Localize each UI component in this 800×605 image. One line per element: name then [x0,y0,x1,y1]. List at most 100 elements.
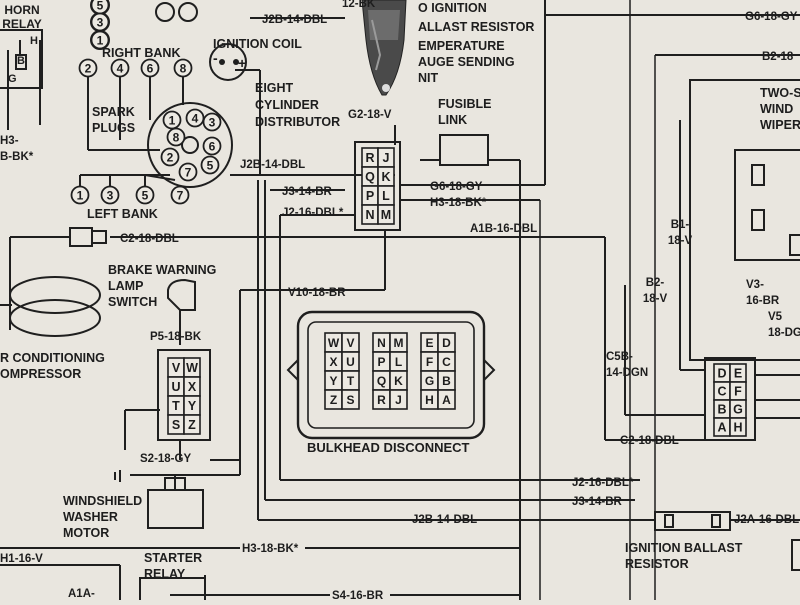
bulkhead-left-pin-y: Y [329,374,337,388]
distributor-terminal-number-5: 5 [207,159,214,173]
wiper-connector-pin-h: H [733,421,742,435]
left-bank-label: LEFT BANK [87,207,158,221]
distributor-terminal-number-1: 1 [169,114,176,128]
coil-pin-plus: + [238,55,246,71]
bulkhead-right-pin-f: F [426,355,433,369]
wire-c5b-14-dgn-line-1: C5B- [606,351,633,363]
top-connector-pin-j: J [383,151,390,165]
distributor-terminal-circle [166,127,186,147]
bulkhead-left-pin-v: V [346,336,354,350]
wire-v3-16-br-line-2: 16-BR [746,295,780,307]
top-connector-pin-m: M [381,208,391,222]
distributor-terminal-circle [202,136,222,156]
bulkhead-left-pin-x: X [329,355,337,369]
distributor-label-line-1: EIGHT [255,81,294,95]
distributor-terminal-number-2: 2 [167,151,174,165]
wire-a1a: A1A- [68,588,95,600]
distributor-label-line-3: DISTRIBUTOR [255,115,340,129]
wire-c2-18-dbl: C2-18-DBL [120,233,179,245]
wire-g6-top: G6-18-GY [745,11,798,23]
right-bank-plug-number-8: 8 [180,62,187,76]
wire-h3-left-line-2: B-BK* [0,151,34,163]
bulkhead-right-pin-a: A [442,393,451,407]
horn-relay-label-line-2: RELAY [2,17,42,31]
wire-j3-14-br: J3-14-BR [282,186,333,198]
right-bank-top-plug-number-1: 1 [97,34,104,48]
washer-connector-pin-v: V [172,361,181,375]
left-bank-plug-number-1: 1 [77,189,84,203]
left-bank-plug-number-5: 5 [142,189,149,203]
bulkhead-left-pin-z: Z [330,393,337,407]
left-bank-plug-circle [100,185,120,205]
wire-c5b-14-dgn-line-2: 14-DGN [606,367,648,379]
ac-compressor [0,276,101,337]
relay-pin-h: H [30,35,38,47]
distributor-terminal-number-6: 6 [209,140,216,154]
bulkhead-disconnect [286,310,496,440]
wire-b2-18: B2-18 [762,51,794,63]
distributor-terminal-circle [200,155,220,175]
bulkhead-left-cell [341,389,360,410]
wire-v10-18-br: V10-18-BR [288,287,346,299]
bulkhead-left-pin-s: S [346,393,354,407]
wire-j2b-14-dbl-bottom: J2B-14-DBL [412,514,477,526]
top-connector [354,141,401,231]
horn-relay-label-line-1: HORN [4,3,39,17]
wiper-connector-pin-a: A [717,421,726,435]
washer-motor-label-line-2: WASHER [63,510,118,524]
bulkhead-mid-pin-q: Q [377,374,386,388]
wire-b1-18-v-line-1: B1- [671,219,690,231]
wiper-connector-pin-g: G [733,403,743,417]
coil-pin-minus: - [213,50,218,66]
top-connector-cell [377,204,395,225]
washer-connector-pin-z: Z [188,418,196,432]
bulkhead-mid-pin-j: J [395,393,402,407]
spark-plugs-label-line-1: SPARK [92,105,135,119]
left-bank-plug-circle [135,185,155,205]
right-bank-plug-circle [140,58,160,78]
wire-j2-16-dbl: J2-16-DBL* [282,207,344,219]
right-bank-top-plug-number-3: 3 [97,16,104,30]
two-speed-label-line-3: WIPER [760,118,800,132]
ignition-ballast-resistor [654,511,731,531]
bulkhead-mid-pin-n: N [377,336,386,350]
wire-c2-18-dbl-right: C2-18-DBL [620,435,679,447]
right-bank-label: RIGHT BANK [102,46,180,60]
right-bank-plug-number-4: 4 [117,62,124,76]
bulkhead-mid-pin-m: M [394,336,404,350]
washer-connector [157,349,211,441]
bulkhead-right-pin-d: D [442,336,451,350]
wiper-connector-pin-d: D [717,367,726,381]
pen [361,0,407,96]
temp-sending-label-line-1: EMPERATURE [418,39,505,53]
wire-top-12-bk: 12-BK [342,0,376,10]
top-connector-pin-p: P [366,189,374,203]
wire-s4-16-br: S4-16-BR [332,590,384,600]
wire-j2-16-dbl-bottom: J2-16-DBL* [572,477,634,489]
wire-h3-left-line-1: H3- [0,135,19,147]
wiper-connector-pin-f: F [734,385,742,399]
wire-h1-16-v: H1-16-V [0,553,43,565]
brake-warning-switch [167,278,196,311]
relay-pin-g: G [8,73,17,85]
left-bank-plug-circle [70,185,90,205]
wiper-connector [704,357,756,441]
wire-s2-18-gy: S2-18-GY [140,453,191,465]
top-connector-pin-n: N [365,208,374,222]
wire-v5-18-dg-line-1: V5 [768,311,783,323]
left-bank-plug-number-7: 7 [177,189,184,203]
bulkhead-mid-pin-k: K [394,374,403,388]
wire-b2-18-v-line-1: B2- [646,277,665,289]
washer-connector-pin-t: T [172,399,180,413]
temp-sending-label-line-2: AUGE SENDING [418,55,515,69]
bulkhead-right-pin-e: E [425,336,433,350]
wiper-connector-pin-c: C [717,385,726,399]
distributor-terminal-circle [178,162,198,182]
right-bank-plug-number-6: 6 [147,62,154,76]
wiper-connector-pin-e: E [734,367,742,381]
bulkhead-right-cell [437,389,456,410]
wire-j3-14-br-bottom: J3-14-BR [572,496,623,508]
bulkhead-right-pin-b: B [442,374,451,388]
ignition-coil [209,43,247,81]
two-speed-label-line-2: WIND [760,102,793,116]
